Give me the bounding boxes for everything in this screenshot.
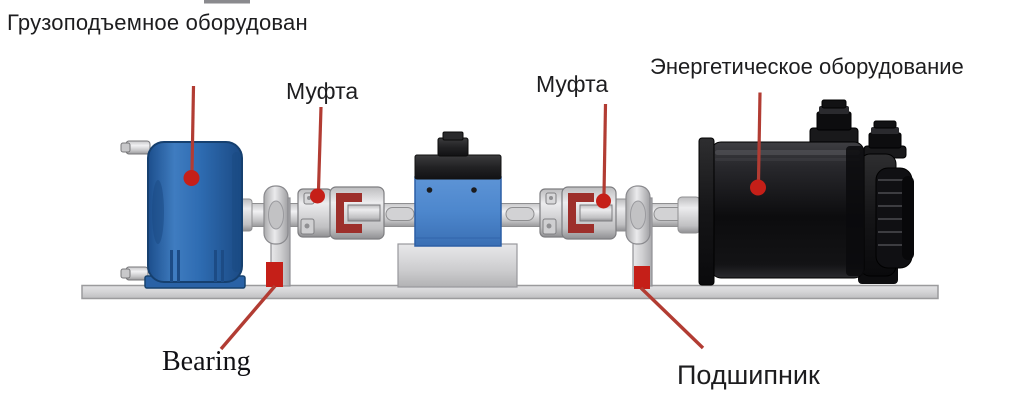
label-coupling-left: Муфта xyxy=(286,78,359,104)
motor-graphic xyxy=(698,99,914,286)
annotation-overlay xyxy=(183,85,766,351)
leader-line-motor xyxy=(756,92,762,182)
coupling-graphic-2 xyxy=(539,186,617,240)
leader-line-bearing-right xyxy=(639,286,705,350)
label-bearing-english: Bearing xyxy=(162,346,251,377)
leader-line-gearbox xyxy=(190,85,196,173)
leader-line-coupling-right xyxy=(602,103,608,196)
marker-dot-motor xyxy=(750,179,766,196)
leader-line-bearing-left xyxy=(219,284,277,351)
marker-dot-coupling-left xyxy=(310,188,325,204)
label-lifting-equipment: Грузоподъемное оборудован xyxy=(7,10,308,35)
marker-dot-coupling-right xyxy=(596,193,611,209)
marker-square-bearing-left xyxy=(266,262,283,287)
crop-artifact xyxy=(204,0,250,4)
label-coupling-right: Муфта xyxy=(536,71,609,97)
gearbox-graphic xyxy=(120,140,246,289)
leader-line-coupling-left xyxy=(316,106,323,191)
label-bearing-russian: Подшипник xyxy=(677,360,820,390)
coupling-graphic-1 xyxy=(297,186,385,240)
torque-sensor-graphic xyxy=(397,131,518,288)
marker-square-bearing-right xyxy=(634,266,650,289)
label-power-equipment: Энергетическое оборудование xyxy=(650,54,964,79)
marker-dot-gearbox xyxy=(183,170,200,186)
